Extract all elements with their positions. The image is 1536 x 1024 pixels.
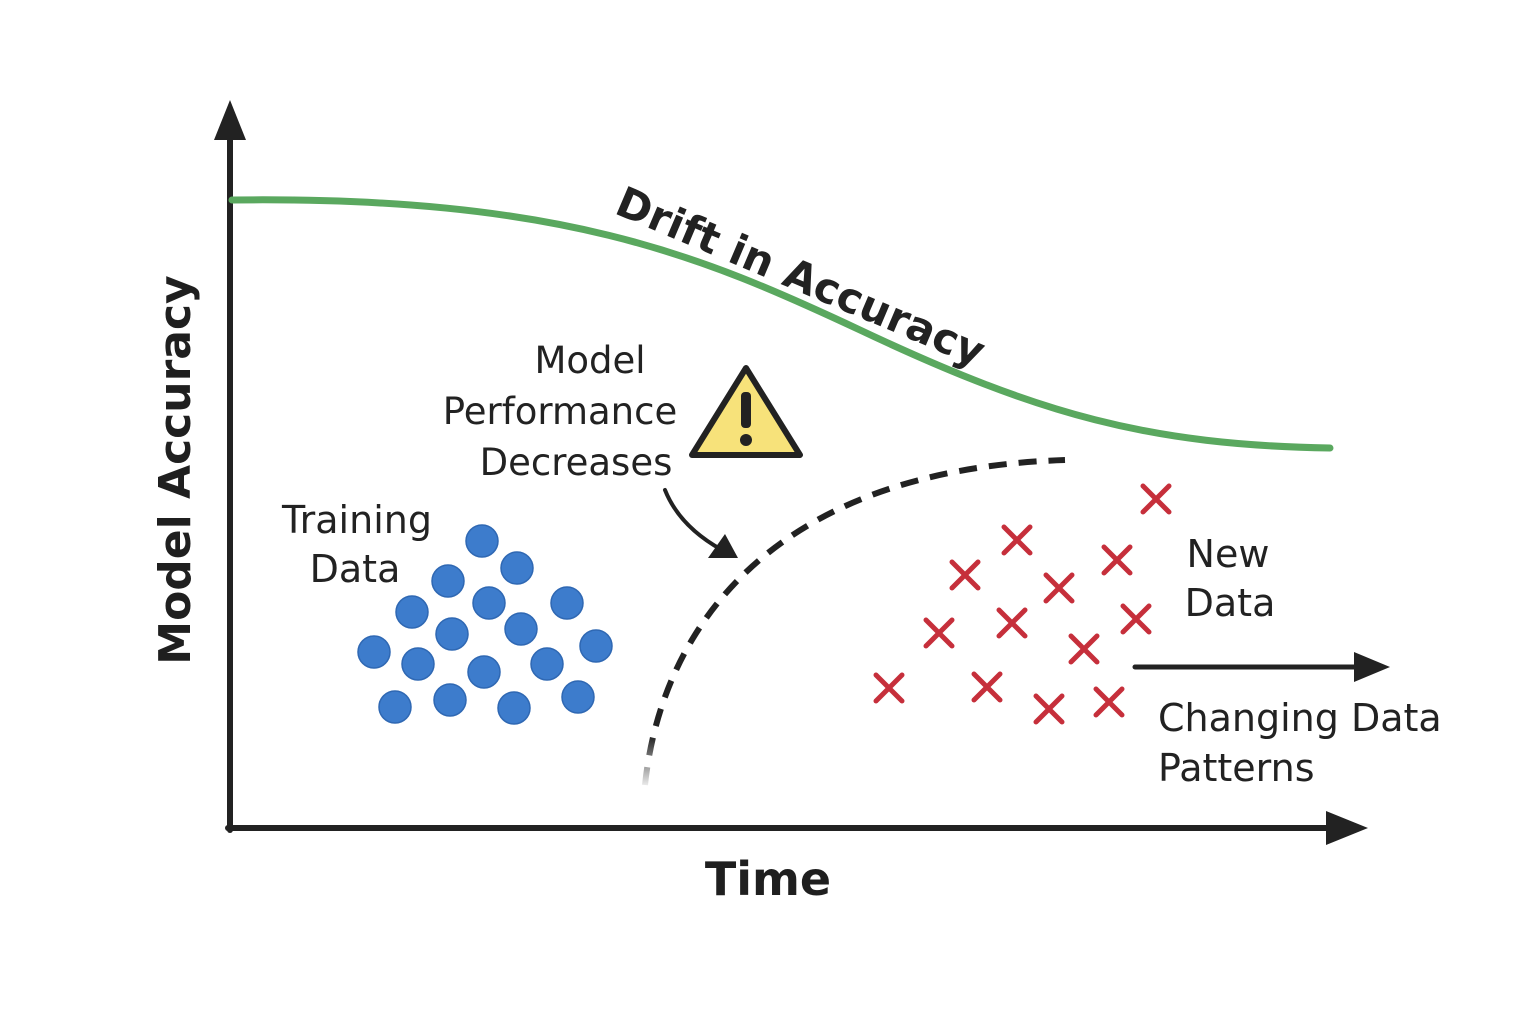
training-label-line: Training	[281, 498, 432, 542]
training-data-point	[500, 551, 534, 585]
training-data-point	[378, 690, 412, 724]
new-data-points	[873, 483, 1172, 725]
shift-label: Changing Data Patterns	[1158, 696, 1442, 790]
training-data-point	[433, 683, 467, 717]
new-data-point	[1001, 524, 1033, 556]
new-data-point	[1093, 686, 1125, 718]
training-data-point	[504, 612, 538, 646]
shift-arrow	[1132, 652, 1390, 682]
new-data-point	[1140, 483, 1172, 515]
y-axis-label: Model Accuracy	[150, 275, 201, 664]
shift-label-line: Changing Data	[1158, 696, 1442, 740]
warning-triangle-icon	[689, 365, 803, 458]
annotation-line: Performance	[443, 390, 677, 433]
new-data-label-line: Data	[1185, 581, 1276, 625]
new-data-point	[1101, 544, 1133, 576]
training-data-points	[357, 524, 613, 725]
training-data-point	[579, 629, 613, 663]
training-data-label: Training Data	[281, 498, 432, 591]
shift-label-line: Patterns	[1158, 746, 1315, 790]
new-data-point	[1120, 603, 1152, 635]
new-data-point	[1043, 572, 1075, 604]
new-data-point	[923, 617, 955, 649]
new-data-label-line: New	[1187, 532, 1270, 576]
performance-decrease-curve	[642, 457, 1066, 786]
training-data-point	[472, 586, 506, 620]
accuracy-curve	[228, 196, 1334, 452]
x-axis-arrowhead	[1326, 811, 1368, 845]
training-data-point	[401, 647, 435, 681]
training-data-point	[530, 647, 564, 681]
training-data-point	[550, 586, 584, 620]
annotation-line: Model	[534, 339, 645, 382]
annotation-line: Decreases	[480, 441, 673, 484]
axes	[214, 100, 1368, 845]
new-data-label: New Data	[1185, 532, 1276, 625]
training-label-line: Data	[310, 547, 401, 591]
new-data-point	[1068, 633, 1100, 665]
training-data-point	[561, 680, 595, 714]
new-data-point	[996, 607, 1028, 639]
new-data-point	[873, 672, 905, 704]
new-data-point	[1033, 693, 1065, 725]
training-data-point	[467, 655, 501, 689]
y-axis-arrowhead	[214, 100, 246, 140]
new-data-point	[971, 671, 1003, 703]
annotation-arrow	[663, 488, 738, 558]
training-data-point	[435, 617, 469, 651]
training-data-point	[395, 595, 429, 629]
curve-label: Drift in Accuracy	[609, 177, 992, 377]
training-data-point	[465, 524, 499, 558]
x-axis-label: Time	[705, 852, 831, 906]
training-data-point	[357, 635, 391, 669]
training-data-point	[431, 564, 465, 598]
annotation: Model Performance Decreases	[443, 339, 677, 484]
training-data-point	[497, 691, 531, 725]
new-data-point	[949, 559, 981, 591]
